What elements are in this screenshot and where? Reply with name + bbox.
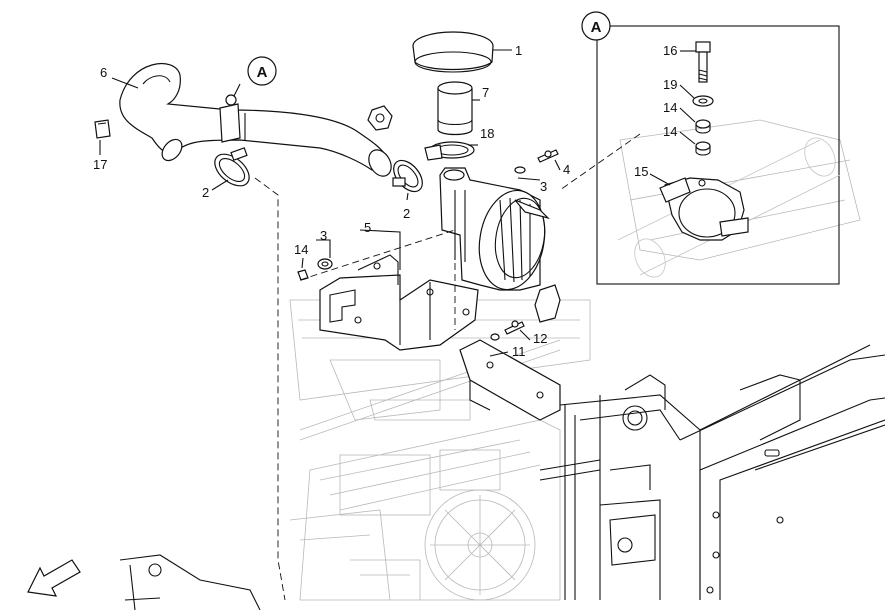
label-14-detail-1: 14 <box>663 100 677 115</box>
pre-cleaner-cap <box>412 31 494 73</box>
nut-bracket <box>297 269 309 281</box>
spacer-detail-2 <box>695 141 711 156</box>
label-11: 11 <box>512 344 526 359</box>
label-3-bracket: 3 <box>320 228 327 243</box>
center-lines <box>254 133 641 601</box>
spacer-detail-1 <box>695 119 711 134</box>
filter-tube <box>437 81 473 136</box>
label-6: 6 <box>100 65 107 80</box>
part-number-labels: 1 7 18 4 3 2 2 6 17 5 3 14 12 11 16 19 1… <box>93 43 677 359</box>
label-2-right: 2 <box>403 206 410 221</box>
band-clamp-detail <box>659 177 749 241</box>
intake-hose <box>119 62 392 177</box>
rubber-cap <box>367 105 393 131</box>
label-3-filter: 3 <box>540 179 547 194</box>
bolt-lower <box>490 320 525 341</box>
bolt-detail <box>695 41 711 83</box>
detail-a-box <box>595 25 841 285</box>
label-7: 7 <box>482 85 489 100</box>
label-1: 1 <box>515 43 522 58</box>
leader-lines <box>99 25 696 357</box>
hose-clamp-left <box>214 147 250 187</box>
label-2-left: 2 <box>202 185 209 200</box>
hose-clamp-right <box>392 159 423 193</box>
callout-a-hose[interactable]: A <box>247 56 277 86</box>
callout-a-detail[interactable]: A <box>581 11 611 41</box>
washer-bracket <box>317 258 333 270</box>
arrow-down-left-icon <box>27 559 81 597</box>
callout-a-detail-label: A <box>591 19 602 36</box>
air-filter-housing <box>439 167 561 323</box>
label-5: 5 <box>364 220 371 235</box>
filter-clamp <box>424 141 475 161</box>
hose-clamp-a <box>219 94 241 143</box>
callout-a-label: A <box>257 64 268 81</box>
washer-filter <box>514 166 526 174</box>
label-19: 19 <box>663 77 677 92</box>
label-14-bracket: 14 <box>294 242 308 257</box>
mounting-bracket <box>319 254 479 351</box>
bolt-filter <box>537 149 559 163</box>
washer-detail <box>692 95 714 107</box>
background-machine-frame <box>119 119 885 610</box>
lower-support-bracket <box>459 339 561 421</box>
label-15: 15 <box>634 164 648 179</box>
nut <box>94 119 111 139</box>
label-4: 4 <box>563 162 570 177</box>
label-16: 16 <box>663 43 677 58</box>
label-18: 18 <box>480 126 494 141</box>
label-14-detail-2: 14 <box>663 124 677 139</box>
label-12: 12 <box>533 331 547 346</box>
label-17: 17 <box>93 157 107 172</box>
